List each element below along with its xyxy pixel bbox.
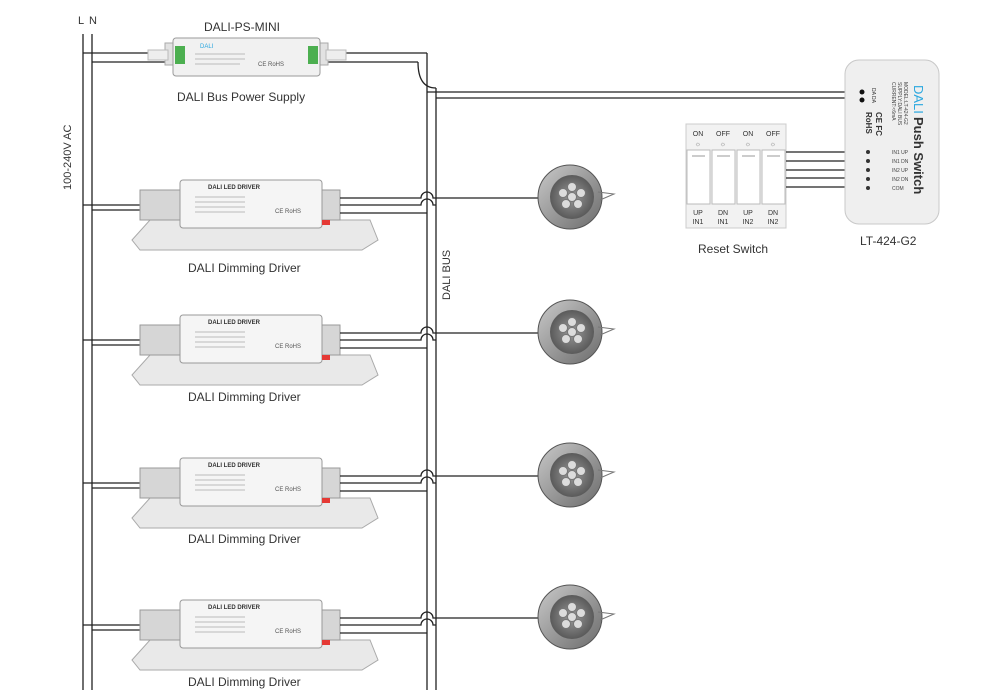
push-switch-terminal-label: IN1 UP — [892, 150, 909, 156]
driver-bus-wiring — [340, 611, 540, 634]
svg-text:DALI: DALI — [911, 85, 926, 114]
driver-module: DALI LED DRIVER CE RoHS — [131, 179, 379, 251]
driver-marks: CE RoHS — [275, 344, 301, 350]
svg-text:UP: UP — [693, 210, 703, 217]
led-downlight — [537, 442, 616, 508]
driver-module: DALI LED DRIVER CE RoHS — [131, 314, 379, 386]
svg-text:ON: ON — [693, 131, 704, 138]
driver-module: DALI LED DRIVER CE RoHS — [131, 457, 379, 529]
driver-caption: DALI Dimming Driver — [188, 532, 301, 546]
svg-text:IN1: IN1 — [693, 219, 704, 226]
driver-bus-wiring — [340, 469, 540, 492]
driver-marks: CE RoHS — [275, 629, 301, 635]
led-downlight — [537, 299, 616, 365]
psu-model-label: DALI-PS-MINI — [204, 20, 281, 34]
psu-wiring — [83, 52, 846, 99]
push-switch-terminal-label: IN2 UP — [892, 168, 909, 174]
svg-text:DN: DN — [718, 210, 728, 217]
svg-text:IN1: IN1 — [718, 219, 729, 226]
driver-row: DALI LED DRIVER CE RoHS — [83, 164, 616, 251]
mains-n-label: N — [89, 15, 97, 27]
led-downlight — [537, 584, 616, 650]
driver-title: DALI LED DRIVER — [208, 605, 261, 611]
dali-bus-lines — [426, 63, 437, 690]
mains-lines — [82, 34, 93, 690]
svg-text:OFF: OFF — [766, 131, 780, 138]
svg-text:RoHS: RoHS — [864, 112, 873, 134]
svg-text:ON: ON — [743, 131, 754, 138]
mains-voltage-label: 100-240V AC — [62, 124, 74, 190]
driver-bus-wiring — [340, 191, 540, 214]
driver-caption: DALI Dimming Driver — [188, 390, 301, 404]
svg-text:Push Switch: Push Switch — [911, 117, 926, 194]
driver-title: DALI LED DRIVER — [208, 185, 261, 191]
led-downlight — [537, 164, 616, 230]
dali-bus-label: DALI BUS — [441, 249, 453, 300]
reset-switch-button: OFF ☼ DN IN2 — [761, 131, 786, 226]
mains-l-label: L — [78, 15, 85, 27]
push-switch-terminal-label: COM — [892, 186, 904, 192]
svg-text:SUPPLY:DALI BUS: SUPPLY:DALI BUS — [896, 82, 902, 126]
driver-title: DALI LED DRIVER — [208, 320, 261, 326]
psu-caption: DALI Bus Power Supply — [177, 90, 306, 104]
push-switch-module: DA DA DALI Push Switch MODEL:LT-424-G2 S… — [844, 59, 940, 225]
svg-text:MODEL:LT-424-G2: MODEL:LT-424-G2 — [902, 82, 908, 125]
svg-text:CE FC: CE FC — [874, 112, 883, 136]
power-supply-module: DALI CE RoHS — [147, 37, 347, 77]
svg-text:IN2: IN2 — [768, 219, 779, 226]
svg-text:UP: UP — [743, 210, 753, 217]
svg-text:IN2: IN2 — [743, 219, 754, 226]
push-switch-caption: LT-424-G2 — [860, 234, 917, 248]
push-switch-terminal-label: IN1 DN — [892, 159, 909, 165]
svg-text:DN: DN — [768, 210, 778, 217]
driver-bus-wiring — [340, 326, 540, 349]
psu-marks: CE RoHS — [258, 62, 284, 68]
driver-module: DALI LED DRIVER CE RoHS — [131, 599, 379, 671]
svg-text:☼: ☼ — [770, 141, 776, 148]
reset-switch-button: ON ☼ UP IN1 — [686, 131, 711, 226]
reset-switch: ON ☼ UP IN1 OFF ☼ DN IN1 ON ☼ UP IN2 OFF ☼ DN IN2 — [685, 123, 787, 229]
reset-switch-button: OFF ☼ DN IN1 — [711, 131, 736, 226]
driver-caption: DALI Dimming Driver — [188, 261, 301, 275]
driver-caption: DALI Dimming Driver — [188, 675, 301, 689]
push-switch-terminal-label: IN2 DN — [892, 177, 909, 183]
svg-text:OFF: OFF — [716, 131, 730, 138]
svg-text:☼: ☼ — [745, 141, 751, 148]
svg-text:DALI: DALI — [200, 44, 214, 50]
driver-marks: CE RoHS — [275, 209, 301, 215]
driver-row: DALI LED DRIVER CE RoHS — [83, 584, 616, 671]
driver-row: DALI LED DRIVER CE RoHS — [83, 442, 616, 529]
driver-title: DALI LED DRIVER — [208, 463, 261, 469]
reset-switch-caption: Reset Switch — [698, 242, 769, 256]
reset-switch-button: ON ☼ UP IN2 — [736, 131, 761, 226]
driver-rows: DALI LED DRIVER CE RoHS DALI LED DRIVER CE … — [83, 164, 616, 671]
svg-text:☼: ☼ — [720, 141, 726, 148]
driver-row: DALI LED DRIVER CE RoHS — [83, 299, 616, 386]
svg-text:CURRENT:<6mA: CURRENT:<6mA — [890, 82, 896, 121]
driver-marks: CE RoHS — [275, 487, 301, 493]
svg-text:☼: ☼ — [695, 141, 701, 148]
svg-text:DA DA: DA DA — [870, 88, 876, 104]
